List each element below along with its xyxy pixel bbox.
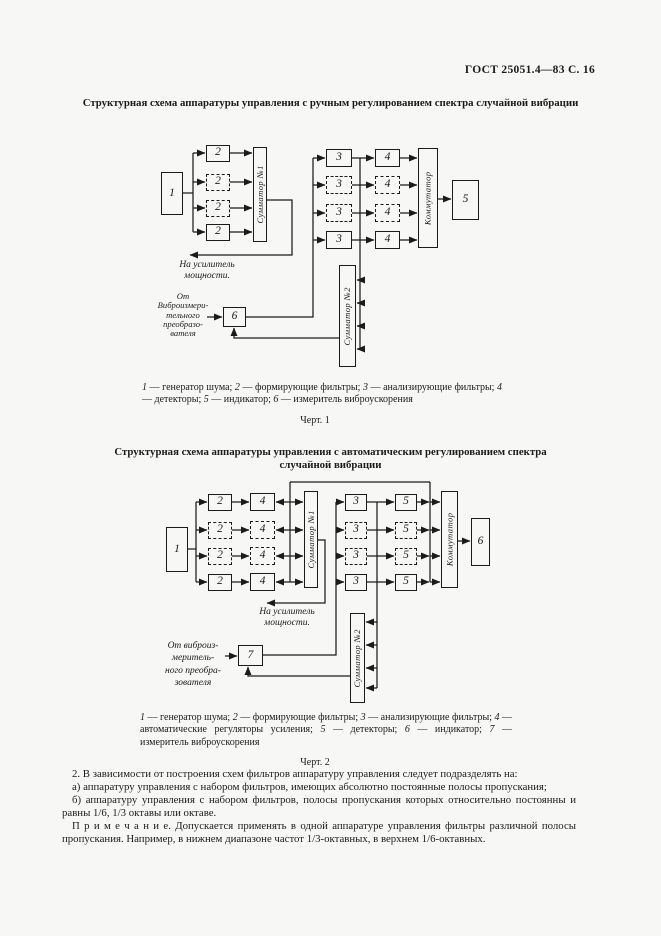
analyzing-filter-block: 3	[345, 493, 367, 511]
forming-filter-block: 2	[208, 547, 232, 565]
gain-regulator-block: 4	[250, 493, 275, 511]
vibro-meter-block: 6	[223, 307, 246, 327]
to-amplifier-label: На усилитель мощности.	[259, 607, 315, 628]
to-amplifier-label: На усилитель мощности.	[179, 260, 235, 281]
analyzing-filter-block: 3	[326, 231, 352, 249]
figure1-title: Структурная схема аппаратуры управления …	[82, 97, 579, 109]
paragraph-2: 2. В зависимости от построения схем филь…	[72, 768, 518, 780]
analyzing-filter-block: 3	[326, 176, 352, 194]
figure1-legend: 1 — генератор шума; 2 — формирующие филь…	[142, 382, 503, 406]
analyzing-filter-block: 3	[345, 521, 367, 539]
from-transducer-label: От Виброизмери- тельного преобразо- вате…	[157, 291, 209, 339]
noise-generator-block: 1	[166, 527, 188, 572]
noise-generator-block: 1	[161, 172, 183, 215]
forming-filter-block: 2	[206, 144, 230, 162]
analyzing-filter-block: 3	[326, 204, 352, 222]
commutator-block: Коммутатор	[418, 148, 438, 248]
from-transducer-label: От виброиз- меритель- ного преобра- зова…	[165, 641, 221, 688]
doc-header: ГОСТ 25051.4—83 С. 16	[464, 64, 595, 76]
indicator-block: 5	[452, 180, 479, 220]
forming-filter-block: 2	[208, 493, 232, 511]
paragraph-2b: б) аппаратуру управления с набором фильт…	[62, 793, 576, 819]
figure2-title-line1: Структурная схема аппаратуры управления …	[114, 446, 547, 458]
gain-regulator-block: 4	[250, 521, 275, 539]
forming-filter-block: 2	[208, 521, 232, 539]
analyzing-filter-block: 3	[326, 149, 352, 167]
summator-2-block: Сумматор №2	[350, 613, 365, 703]
forming-filter-block: 2	[206, 199, 230, 217]
forming-filter-block: 2	[208, 573, 232, 591]
figure2-caption: Черт. 2	[300, 757, 330, 768]
detector-block: 4	[375, 204, 400, 222]
detector-block: 5	[395, 493, 417, 511]
forming-filter-block: 2	[206, 173, 230, 191]
figure1-caption: Черт. 1	[300, 415, 330, 426]
forming-filter-block: 2	[206, 223, 230, 241]
figure2-title-line2: случайной вибрации	[279, 459, 382, 471]
detector-block: 4	[375, 176, 400, 194]
summator-2-block: Сумматор №2	[339, 265, 356, 367]
detector-block: 5	[395, 521, 417, 539]
detector-block: 4	[375, 231, 400, 249]
summator-1-block: Сумматор №1	[304, 491, 318, 588]
body-text: 2. В зависимости от построения схем филь…	[62, 768, 576, 845]
summator-1-block: Сумматор №1	[253, 147, 267, 242]
analyzing-filter-block: 3	[345, 573, 367, 591]
indicator-block: 6	[471, 518, 490, 566]
figure2-title: Структурная схема аппаратуры управления …	[0, 446, 661, 472]
commutator-block: Коммутатор	[441, 491, 458, 588]
analyzing-filter-block: 3	[345, 547, 367, 565]
gain-regulator-block: 4	[250, 573, 275, 591]
figure2-legend: 1 — генератор шума; 2 — формирующие филь…	[140, 712, 513, 748]
detector-block: 5	[395, 573, 417, 591]
paragraph-2a: а) аппаратуру управления с набором фильт…	[72, 780, 547, 793]
paragraph-note: П р и м е ч а н и е. Допускается применя…	[62, 819, 576, 845]
detector-block: 4	[375, 149, 400, 167]
detector-block: 5	[395, 547, 417, 565]
vibro-meter-block: 7	[238, 645, 263, 666]
gain-regulator-block: 4	[250, 547, 275, 565]
